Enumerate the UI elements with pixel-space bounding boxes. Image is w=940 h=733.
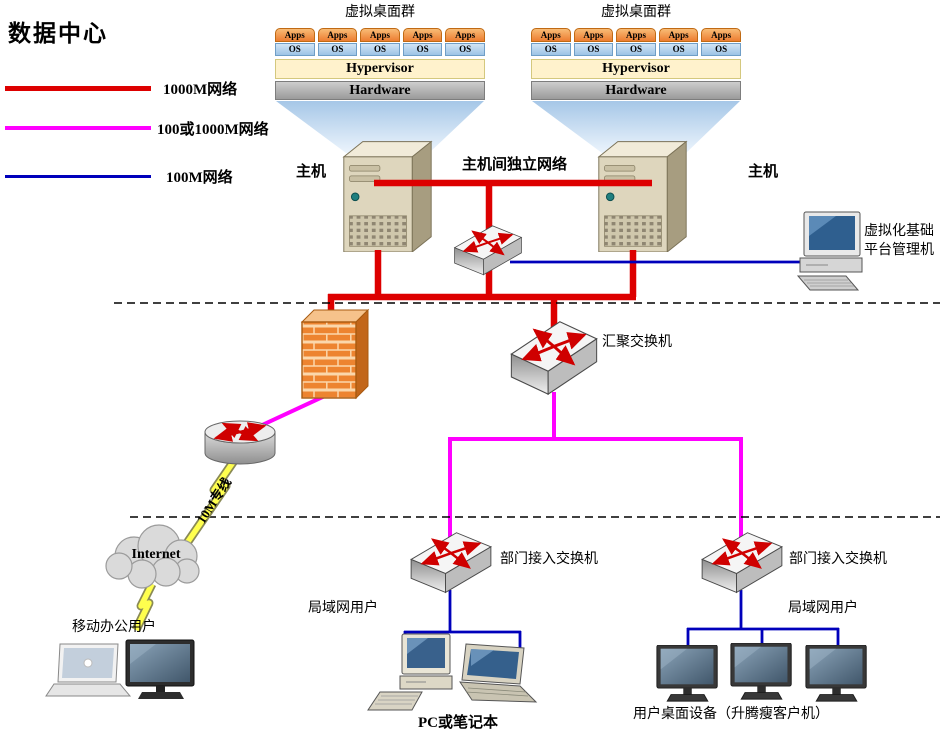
dept-access-switch-right-icon (702, 533, 782, 593)
internet-label: Internet (131, 547, 181, 562)
vm-apps-label: Apps (701, 28, 741, 42)
vm-apps-label: Apps (531, 28, 571, 42)
vm-os-label: OS (573, 43, 614, 56)
vm-os-label: OS (616, 43, 656, 56)
vm-os-label: OS (658, 43, 699, 56)
cluster-title: 虚拟桌面群 (601, 5, 671, 20)
thin-clients-label: 用户桌面设备（升腾瘦客户机） (633, 707, 829, 722)
hardware-bar: Hardware (531, 81, 741, 100)
hypervisor-bar: Hypervisor (275, 59, 485, 79)
vm-os-label: OS (275, 43, 315, 56)
thin-client-monitor-icon (656, 645, 718, 702)
lan-users-right-label: 局域网用户 (788, 601, 858, 616)
vm-os-label: OS (531, 43, 571, 56)
lightning-bolt-mobile-icon (131, 581, 157, 632)
vm-apps-label: Apps (616, 28, 656, 42)
vm-apps-label: Apps (275, 28, 315, 42)
lan-users-left-label: 局域网用户 (308, 601, 378, 616)
links-100-1000m (244, 392, 743, 545)
host-interconnect-label: 主机间独立网络 (462, 157, 568, 173)
vm-apps-label: Apps (573, 28, 614, 42)
vm-apps-label: Apps (658, 28, 699, 42)
vm-os-label: OS (360, 43, 400, 56)
mobile-laptop-icon (45, 643, 132, 697)
vm-apps-label: Apps (445, 28, 485, 42)
host-interconnect-switch-icon (455, 226, 522, 275)
pc-or-laptop-label: PC或笔记本 (418, 715, 498, 731)
hardware-bar: Hardware (275, 81, 485, 100)
cluster-funnel-right (532, 101, 740, 153)
cluster-title: 虚拟桌面群 (345, 5, 415, 20)
legend-line-1000m (5, 86, 151, 91)
vm-os-label: OS (402, 43, 443, 56)
legend-line-100-1000m (5, 126, 151, 130)
firewall-icon (300, 308, 370, 400)
links-100m (403, 260, 840, 660)
internet-cloud-icon (105, 524, 200, 589)
dept-access-switch-left-icon (411, 533, 491, 593)
dept-switch-left-label: 部门接入交换机 (500, 552, 598, 567)
aggregation-switch-icon (511, 322, 596, 394)
cluster-funnel-left (276, 101, 484, 153)
vm-os-label: OS (317, 43, 358, 56)
page-title: 数据中心 (8, 21, 108, 46)
mobile-monitor-icon (125, 639, 195, 699)
vm-os-label: OS (445, 43, 485, 56)
vm-apps-label: Apps (402, 28, 443, 42)
zone-separators (114, 302, 940, 518)
dept-switch-right-label: 部门接入交换机 (789, 552, 887, 567)
vm-apps-label: Apps (360, 28, 400, 42)
host-server-right-icon (598, 141, 687, 252)
legend-label-100m: 100M网络 (166, 170, 233, 186)
mgmt-label-line2: 平台管理机 (864, 243, 934, 258)
management-computer-icon (796, 211, 863, 291)
hypervisor-bar: Hypervisor (531, 59, 741, 79)
router-icon (204, 420, 276, 465)
host-left-label: 主机 (296, 164, 327, 180)
mgmt-label-line1: 虚拟化基础 (864, 224, 934, 239)
thin-client-monitor-icon (805, 645, 867, 702)
laptop-icon (459, 643, 538, 703)
legend-label-100-1000m: 100或1000M网络 (157, 122, 269, 138)
desktop-pc-icon (367, 633, 453, 711)
vm-os-label: OS (701, 43, 741, 56)
legend-line-100m (5, 175, 151, 178)
host-right-label: 主机 (748, 164, 779, 180)
legend-label-1000m: 1000M网络 (163, 82, 238, 98)
lightning-bolt-leased-line-icon (183, 455, 240, 546)
thin-client-monitor-icon (730, 643, 792, 700)
vm-apps-label: Apps (317, 28, 358, 42)
mobile-users-label: 移动办公用户 (72, 620, 156, 635)
host-server-left-icon (343, 141, 432, 252)
aggregation-switch-label: 汇聚交换机 (602, 335, 672, 350)
